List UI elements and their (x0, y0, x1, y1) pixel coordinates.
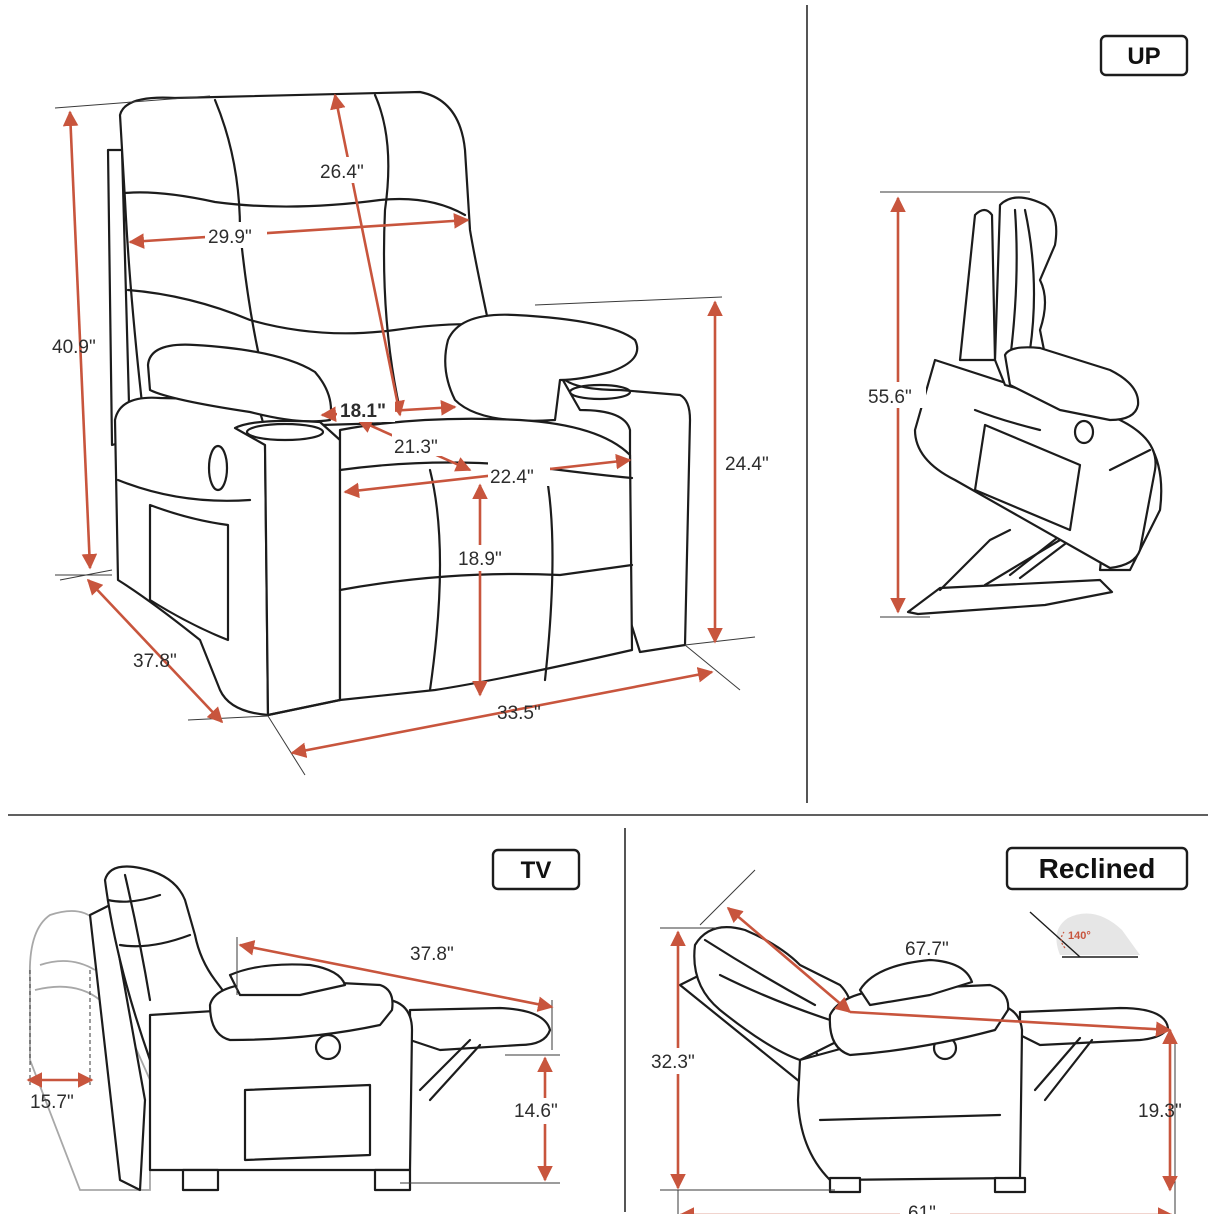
front-view-chair (106, 90, 692, 717)
main-dimension-labels: 26.4" 29.9" 40.9" 18.1" 21.3" 22.4" 24.4… (52, 157, 769, 724)
seat-height-label: 18.9" (458, 549, 502, 570)
arm-height-label: 24.4" (725, 454, 769, 475)
up-view-chair (906, 196, 1163, 616)
tv-tag: TV (491, 848, 581, 891)
up-dimension: 55.6" (866, 191, 1030, 618)
seat-width-label: 22.4" (490, 467, 534, 488)
up-tag: UP (1099, 34, 1189, 77)
reclined-height-label: 32.3" (651, 1052, 695, 1073)
seat-depth-back-label: 18.1" (340, 401, 386, 422)
back-width-label: 29.9" (208, 227, 252, 248)
reclined-footrest-height-label: 19.3" (1138, 1101, 1182, 1122)
reclined-view-chair (678, 926, 1170, 1194)
tv-footrest-length-label: 37.8" (410, 944, 454, 965)
up-height-label: 55.6" (868, 387, 912, 408)
tv-view-chair (88, 865, 552, 1192)
reclined-tag: Reclined (1005, 846, 1189, 891)
svg-text:Reclined: Reclined (1039, 853, 1156, 884)
depth-label: 37.8" (133, 651, 177, 672)
reclined-depth-label: 61" (908, 1203, 936, 1214)
tv-dimensions: 37.8" 15.7" 14.6" (26, 937, 574, 1184)
reclined-angle-icon: 140° (1029, 911, 1140, 958)
svg-text:UP: UP (1127, 43, 1160, 70)
width-label: 33.5" (497, 703, 541, 724)
reclined-length-label: 67.7" (905, 939, 949, 960)
tv-footrest-height-label: 14.6" (514, 1101, 558, 1122)
overall-height-label: 40.9" (52, 337, 96, 358)
seat-depth-label: 21.3" (394, 437, 438, 458)
svg-text:TV: TV (521, 857, 552, 884)
recline-angle-label: 140° (1068, 930, 1091, 942)
reclined-dimensions: 67.7" 32.3" 61" 19.3" (648, 869, 1182, 1214)
back-height-label: 26.4" (320, 162, 364, 183)
tv-clearance-label: 15.7" (30, 1092, 74, 1113)
